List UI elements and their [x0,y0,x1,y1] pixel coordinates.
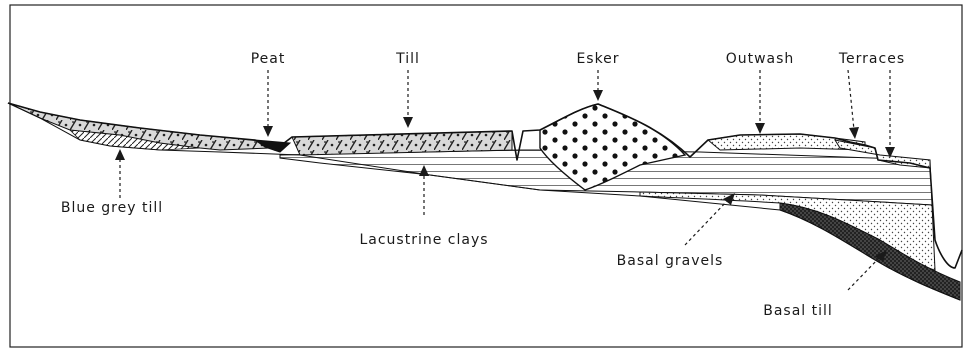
label-peat: Peat [251,51,286,67]
label-basal-gravels: Basal gravels [617,253,724,269]
esker-arrow [593,70,603,101]
label-blue-grey-till: Blue grey till [61,200,163,216]
terraces-arrow-right [885,70,895,158]
terraces-arrow-left [848,70,859,139]
label-lacustrine-clays: Lacustrine clays [359,232,488,248]
label-outwash: Outwash [726,51,795,67]
label-terraces: Terraces [838,51,905,67]
till-arrow [403,70,413,128]
label-basal-till: Basal till [763,303,833,319]
blue-grey-till-arrow [115,149,125,198]
outwash-arrow [755,70,765,134]
peat-arrow [263,70,273,137]
label-esker: Esker [576,51,619,67]
label-till: Till [395,51,420,67]
